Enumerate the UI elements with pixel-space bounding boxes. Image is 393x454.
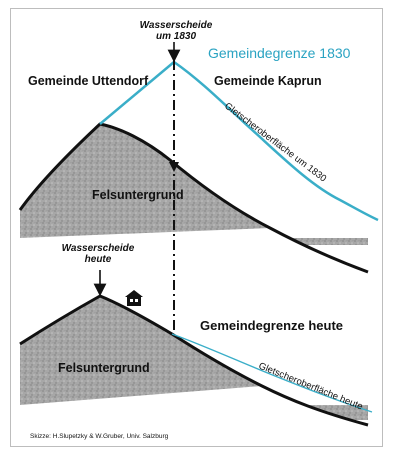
right-municipality-label: Gemeinde Kaprun bbox=[214, 74, 322, 88]
bottom-watershed-label-2: heute bbox=[85, 254, 112, 265]
top-bedrock-label: Felsuntergrund bbox=[92, 188, 184, 202]
bottom-watershed-label-1: Wasserscheide bbox=[62, 243, 135, 254]
bottom-bedrock-label: Felsuntergrund bbox=[58, 361, 150, 375]
credit-text: Skizze: H.Slupetzky & W.Gruber, Univ. Sa… bbox=[30, 433, 169, 440]
top-glacier-surface-label: Gletscheroberfläche um 1830 bbox=[222, 101, 328, 185]
top-watershed-label-2: um 1830 bbox=[156, 31, 196, 42]
top-watershed-label-1: Wasserscheide bbox=[140, 20, 213, 31]
hut-icon bbox=[125, 290, 143, 306]
left-municipality-label: Gemeinde Uttendorf bbox=[28, 74, 149, 88]
top-boundary-label: Gemeindegrenze 1830 bbox=[208, 45, 351, 61]
bottom-boundary-label: Gemeindegrenze heute bbox=[200, 318, 343, 333]
